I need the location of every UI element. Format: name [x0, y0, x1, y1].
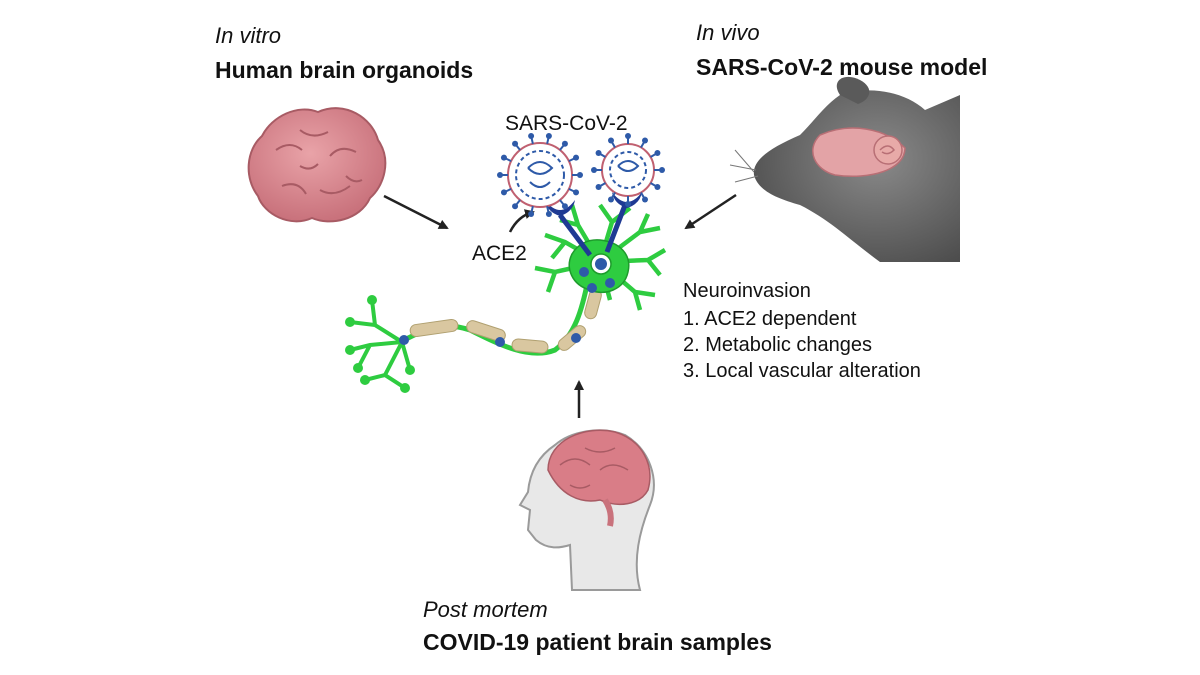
spike-tip-icon	[654, 150, 661, 156]
spike-tip-icon	[512, 203, 519, 210]
spike-tip-icon	[654, 184, 661, 190]
arrow-mouse	[684, 193, 737, 230]
spike-tip-icon	[545, 133, 552, 140]
spike-tip-icon	[561, 140, 568, 147]
arrow-organoid	[383, 194, 449, 230]
neuroinvasion-item: 1. ACE2 dependent	[683, 308, 857, 330]
virus-spikes	[497, 133, 665, 217]
spike-tip-icon	[642, 196, 648, 203]
spike-tip-icon	[573, 189, 580, 196]
spike-tip-icon	[608, 196, 614, 203]
spike-tip-icon	[500, 189, 507, 196]
spike-tip-icon	[659, 167, 665, 173]
spike-tip-icon	[573, 154, 580, 161]
ace2-label: ACE2	[472, 242, 527, 265]
spike-tip-icon	[577, 172, 583, 178]
spike-tip-icon	[595, 150, 602, 156]
in-vivo-label: In vivo	[696, 20, 760, 45]
spike-tip-icon	[545, 210, 552, 217]
human-head-icon	[518, 429, 655, 591]
in-vitro-label: In vitro	[215, 23, 282, 48]
spike-tip-icon	[595, 184, 602, 190]
mouse-head-icon	[729, 76, 960, 262]
in-vivo-title: SARS-CoV-2 mouse model	[696, 54, 988, 80]
post-mortem-title: COVID-19 patient brain samples	[423, 629, 772, 655]
virion-markers	[399, 267, 615, 347]
spike-tip-icon	[528, 133, 535, 140]
ace2-receptor-icon	[545, 192, 642, 257]
virus-label: SARS-CoV-2	[505, 112, 628, 135]
neuroinvasion-item: 3. Local vascular alteration	[683, 360, 921, 382]
spike-tip-icon	[512, 140, 519, 147]
neuroinvasion-heading: Neuroinvasion	[683, 280, 811, 302]
spike-tip-icon	[528, 210, 535, 217]
spike-tip-icon	[591, 167, 597, 173]
spike-tip-icon	[625, 133, 631, 139]
neuroinvasion-item: 2. Metabolic changes	[683, 334, 873, 356]
spike-tip-icon	[642, 137, 648, 144]
spike-tip-icon	[561, 203, 568, 210]
organoid-icon	[247, 107, 387, 223]
spike-tip-icon	[608, 137, 614, 144]
in-vitro-title: Human brain organoids	[215, 57, 474, 83]
neuron-icon	[345, 203, 667, 393]
spike-tip-icon	[497, 172, 503, 178]
post-mortem-label: Post mortem	[423, 597, 548, 622]
spike-tip-icon	[625, 201, 631, 207]
spike-tip-icon	[500, 154, 507, 161]
